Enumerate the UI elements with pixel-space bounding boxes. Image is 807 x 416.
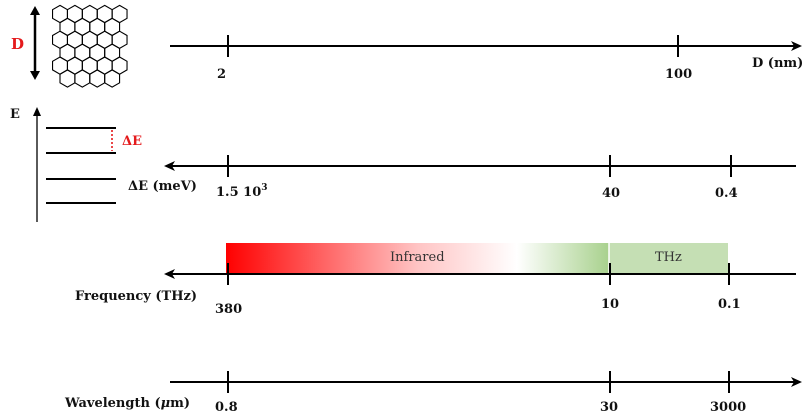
energy-tick-label: 40 (602, 186, 621, 201)
energy-scale-axis (164, 155, 796, 177)
wavelength-tick-label: 0.8 (215, 400, 238, 415)
size-tick-label: 2 (217, 67, 227, 82)
energy-scale-label-symbol: ΔE (128, 179, 148, 194)
lattice-hexagon (59, 69, 76, 88)
lattice-hexagon (74, 69, 91, 88)
size-axis-arrowhead (791, 41, 802, 51)
wavelength-label-mu: μ (160, 396, 171, 411)
frequency-tick-label: 10 (601, 297, 620, 312)
energy-axis-arrow (33, 107, 41, 222)
infrared-band-label: Infrared (390, 250, 445, 265)
energy-scale-label: ΔE (meV) (128, 180, 197, 193)
size-double-arrow (30, 6, 40, 80)
energy-gap-label: ΔE (122, 134, 142, 149)
size-scale-label: D (nm) (752, 56, 804, 71)
thz-band (609, 243, 728, 274)
nanocrystal-hex-lattice-icon (51, 4, 128, 88)
energy-tick-label: 0.4 (715, 186, 738, 201)
frequency-tick-label: 380 (215, 302, 243, 317)
wavelength-tick-label: 3000 (710, 400, 747, 415)
energy-scale-label-unit: (meV) (148, 179, 197, 194)
energy-tick-label: 1.5 103 (216, 183, 268, 200)
wavelength-tick-label: 30 (600, 400, 619, 415)
size-scale-axis (170, 35, 802, 57)
lattice-hexagon (104, 69, 121, 88)
frequency-scale-axis (164, 263, 796, 285)
wavelength-axis-arrowhead (791, 377, 802, 387)
lattice-hexagon (89, 69, 106, 88)
wavelength-scale-axis (170, 371, 802, 393)
size-tick-label: 100 (665, 67, 693, 82)
frequency-axis-arrowhead (164, 269, 175, 279)
wavelength-label-suffix: m) (170, 396, 191, 411)
thz-band-label: THz (655, 250, 682, 265)
energy-tick-text: 1.5 10 (216, 185, 262, 200)
infrared-band (226, 243, 609, 274)
energy-levels (46, 127, 116, 204)
frequency-scale-label: Frequency (THz) (75, 289, 198, 304)
frequency-tick-label: 0.1 (718, 297, 741, 312)
energy-axis-label: E (10, 107, 20, 122)
wavelength-label-prefix: Wavelength ( (65, 396, 161, 411)
energy-tick-exponent: 3 (261, 183, 268, 193)
energy-axis-arrowhead (164, 161, 175, 171)
size-symbol-label: D (11, 35, 25, 53)
wavelength-scale-label: Wavelength (μm) (65, 397, 190, 410)
